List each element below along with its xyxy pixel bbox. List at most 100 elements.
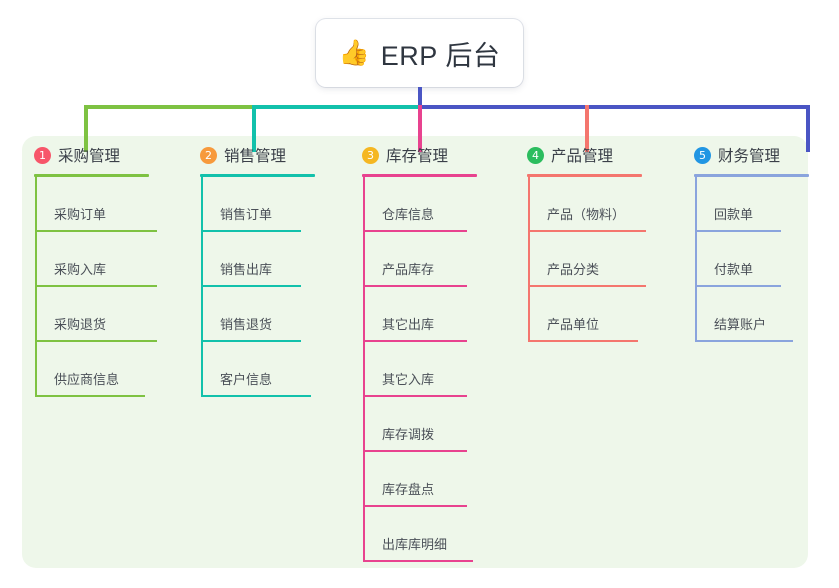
branch-underline xyxy=(527,174,642,177)
list-item-underline xyxy=(363,340,467,342)
list-item-label: 产品分类 xyxy=(547,262,600,277)
branch-column-purchasing: 1 采购管理 采购订单 采购入库 采购退货 供应商信息 xyxy=(34,143,157,397)
branch-items-finance: 回款单 付款单 结算账户 xyxy=(694,177,809,342)
list-item-label: 付款单 xyxy=(714,262,754,277)
branch-underline xyxy=(200,174,315,177)
list-item-label: 销售出库 xyxy=(220,262,273,277)
branch-title: 采购管理 xyxy=(58,148,121,165)
list-item[interactable]: 回款单 xyxy=(694,177,781,232)
list-item-underline xyxy=(695,340,793,342)
list-item-underline xyxy=(35,230,157,232)
list-item-label: 回款单 xyxy=(714,207,754,222)
branch-number-badge: 2 xyxy=(200,146,217,164)
connector-bus-green xyxy=(84,105,254,109)
list-item[interactable]: 采购退货 xyxy=(34,287,157,342)
branch-number-badge: 4 xyxy=(527,146,544,164)
branch-number-badge: 5 xyxy=(694,146,711,164)
list-item-underline xyxy=(695,230,781,232)
root-node-erp-backend[interactable]: 👍 ERP 后台 xyxy=(316,19,523,87)
branch-title: 库存管理 xyxy=(386,148,449,165)
list-item-label: 产品库存 xyxy=(382,262,435,277)
branch-header-purchasing[interactable]: 1 采购管理 xyxy=(34,143,156,167)
list-item-label: 产品（物料） xyxy=(547,207,626,222)
branch-title: 产品管理 xyxy=(551,148,614,165)
branch-underline xyxy=(34,174,149,177)
list-item[interactable]: 销售出库 xyxy=(200,232,301,287)
list-item-label: 采购退货 xyxy=(54,317,107,332)
branch-items-sales: 销售订单 销售出库 销售退货 客户信息 xyxy=(200,177,315,397)
list-item-underline xyxy=(363,285,467,287)
list-item[interactable]: 销售退货 xyxy=(200,287,301,342)
list-item-underline xyxy=(201,285,301,287)
list-item[interactable]: 其它入库 xyxy=(362,342,467,397)
list-item-underline xyxy=(363,560,473,562)
branch-number-badge: 1 xyxy=(34,146,51,164)
list-item[interactable]: 产品分类 xyxy=(527,232,646,287)
list-item-label: 销售订单 xyxy=(220,207,273,222)
list-item[interactable]: 采购订单 xyxy=(34,177,157,232)
list-item-label: 其它入库 xyxy=(382,372,435,387)
branch-spine xyxy=(695,177,697,342)
list-item-underline xyxy=(201,230,301,232)
branch-header-inventory[interactable]: 3 库存管理 xyxy=(362,143,477,167)
branch-items-purchasing: 采购订单 采购入库 采购退货 供应商信息 xyxy=(34,177,157,397)
diagram-background-panel xyxy=(22,136,808,568)
list-item-label: 客户信息 xyxy=(220,372,273,387)
branch-title: 财务管理 xyxy=(718,148,781,165)
list-item-label: 采购订单 xyxy=(54,207,107,222)
branch-header-sales[interactable]: 2 销售管理 xyxy=(200,143,315,167)
list-item[interactable]: 付款单 xyxy=(694,232,781,287)
list-item-underline xyxy=(363,450,467,452)
branch-underline xyxy=(362,174,477,177)
connector-bus-blue xyxy=(418,105,810,109)
list-item-label: 产品单位 xyxy=(547,317,600,332)
list-item[interactable]: 销售订单 xyxy=(200,177,301,232)
list-item-label: 库存盘点 xyxy=(382,482,435,497)
list-item[interactable]: 结算账户 xyxy=(694,287,793,342)
list-item-underline xyxy=(528,340,638,342)
connector-drop-column-2 xyxy=(252,105,256,152)
branch-header-product[interactable]: 4 产品管理 xyxy=(527,143,645,167)
list-item[interactable]: 采购入库 xyxy=(34,232,157,287)
branch-spine xyxy=(528,177,530,342)
list-item-underline xyxy=(363,395,467,397)
list-item-underline xyxy=(35,395,145,397)
root-node-content: 👍 ERP 后台 xyxy=(339,34,501,73)
branch-title: 销售管理 xyxy=(224,148,287,165)
list-item[interactable]: 其它出库 xyxy=(362,287,467,342)
list-item-label: 销售退货 xyxy=(220,317,273,332)
list-item-underline xyxy=(201,395,311,397)
connector-drop-column-5 xyxy=(806,105,810,152)
connector-drop-column-4 xyxy=(585,105,589,152)
connector-trunk-vertical xyxy=(418,87,422,107)
branch-header-finance[interactable]: 5 财务管理 xyxy=(694,143,809,167)
list-item[interactable]: 库存盘点 xyxy=(362,452,467,507)
list-item-underline xyxy=(363,505,467,507)
list-item-label: 其它出库 xyxy=(382,317,435,332)
list-item[interactable]: 仓库信息 xyxy=(362,177,467,232)
list-item-underline xyxy=(35,285,157,287)
branch-spine xyxy=(35,177,37,397)
branch-column-inventory: 3 库存管理 仓库信息 产品库存 其它出库 其它入库 库存调拨 xyxy=(362,143,477,562)
list-item-label: 结算账户 xyxy=(714,317,767,332)
thumbs-up-icon: 👍 xyxy=(338,38,370,67)
branch-spine xyxy=(201,177,203,397)
list-item-label: 仓库信息 xyxy=(382,207,435,222)
list-item[interactable]: 客户信息 xyxy=(200,342,311,397)
branch-column-finance: 5 财务管理 回款单 付款单 结算账户 xyxy=(694,143,809,342)
list-item-label: 库存调拨 xyxy=(382,427,435,442)
list-item[interactable]: 产品库存 xyxy=(362,232,467,287)
list-item-underline xyxy=(528,285,646,287)
branch-items-product: 产品（物料） 产品分类 产品单位 xyxy=(527,177,646,342)
list-item-label: 供应商信息 xyxy=(54,372,120,387)
list-item[interactable]: 产品单位 xyxy=(527,287,645,342)
list-item-underline xyxy=(35,340,157,342)
root-node-title: ERP 后台 xyxy=(380,40,501,71)
connector-drop-column-3 xyxy=(418,105,422,152)
list-item[interactable]: 产品（物料） xyxy=(527,177,646,232)
list-item[interactable]: 库存调拨 xyxy=(362,397,467,452)
list-item[interactable]: 供应商信息 xyxy=(34,342,156,397)
list-item[interactable]: 出库库明细 xyxy=(362,507,473,562)
branch-column-product: 4 产品管理 产品（物料） 产品分类 产品单位 xyxy=(527,143,646,342)
